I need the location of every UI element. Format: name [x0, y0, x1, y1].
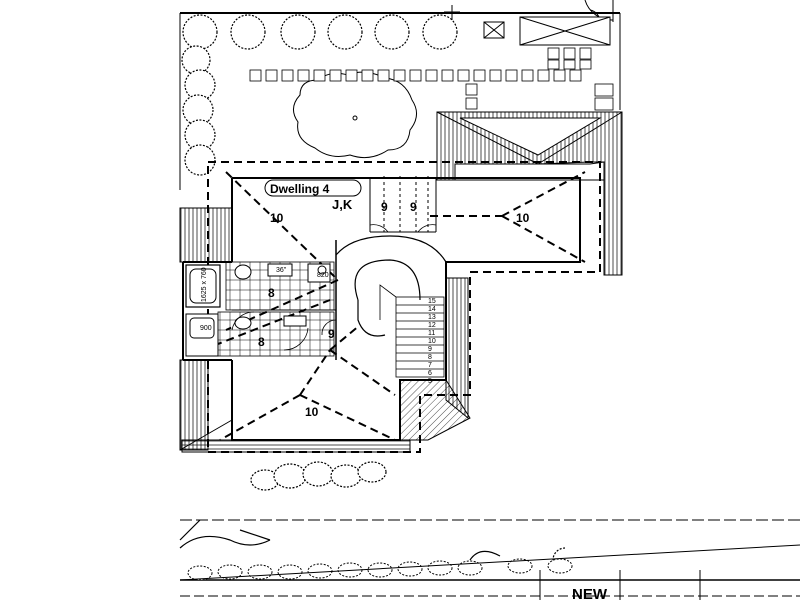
roof-upper-right: [436, 111, 623, 276]
room-label: 9: [410, 200, 417, 214]
plumbing-fixtures: [185, 263, 331, 357]
cabinet-size-label: 36": [276, 267, 287, 274]
stair-step: 8: [428, 354, 432, 361]
room-label: 8: [268, 286, 275, 300]
top-window-ticks: [383, 176, 429, 232]
stair-step: 6: [428, 370, 432, 377]
outdoor-fixtures: [483, 16, 611, 46]
room-label: 9: [328, 327, 335, 341]
dwelling-tag: Dwelling 4: [264, 179, 362, 197]
staircase: [379, 284, 445, 378]
paving-pavers: [249, 47, 614, 111]
tree-canopy: [293, 71, 417, 159]
site-boundary: [179, 5, 800, 597]
room-code-label: J,K: [332, 197, 353, 212]
bath-size-label: 1625 x 760: [201, 267, 208, 302]
door-swings-interior: [231, 311, 337, 351]
street-label: NEW: [572, 586, 608, 600]
stair-step: 9: [428, 346, 432, 353]
street-trees: [179, 519, 566, 573]
room-label: 8: [258, 335, 265, 349]
stair-step: 13: [428, 314, 436, 321]
vanity-size-label: 900: [200, 325, 212, 332]
stair-step: 14: [428, 306, 436, 313]
stair-step: 5: [428, 378, 432, 385]
hedge-row-top: [182, 14, 458, 50]
room-label: 10: [305, 405, 319, 419]
roof-left-wing: [179, 207, 233, 451]
roof-bottom: [181, 439, 411, 453]
stair-step: 10: [428, 338, 436, 345]
stair-step: 15: [428, 298, 436, 305]
room-label: 10: [270, 211, 284, 225]
room-label: 9: [381, 200, 388, 214]
shrubs-bottom: [250, 461, 387, 491]
door-swings-top: [369, 224, 437, 233]
verge-hedge: [187, 558, 573, 581]
stair-step: 11: [428, 330, 435, 337]
stair-step: 7: [428, 362, 432, 369]
room-label: 10: [516, 211, 530, 225]
fridge-size-label: 820: [317, 272, 329, 279]
kerb-line: [179, 544, 800, 581]
stair-step: 12: [428, 322, 436, 329]
hedge-column-left: [181, 45, 216, 176]
dwelling-label: Dwelling 4: [270, 182, 330, 196]
stair-step-labels: 15 14 13 12 11 10 9 8 7 6 5: [428, 298, 436, 385]
room-labels: 10 9 9 10 8 8 9 10: [258, 200, 530, 419]
landing-curve: [335, 235, 447, 337]
bathtub: 1625 x 760: [185, 264, 221, 308]
